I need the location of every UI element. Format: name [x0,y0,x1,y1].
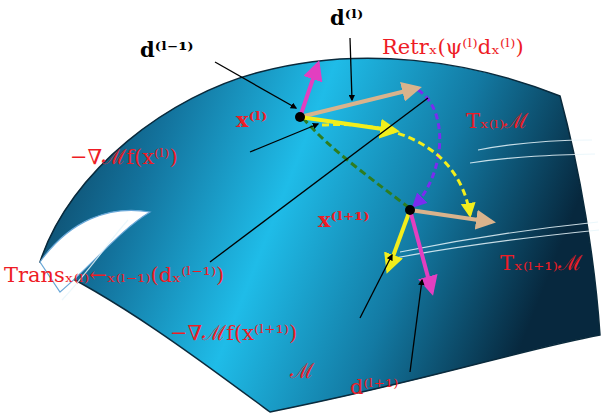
transport-arc [322,124,470,215]
gradient-vector [388,210,410,270]
gradient-label: −∇ℳf(x⁽ˡ⁺¹⁾) [170,322,297,345]
next-direction [410,210,432,292]
tangent-space-label: Tₓ₍ₗ₎ℳ [466,110,528,133]
iterate-point [295,112,305,122]
iterate-point [405,205,415,215]
point-label: x⁽ˡ⁺¹⁾ [318,208,369,231]
vector-label: d⁽ˡ⁾ [330,6,363,29]
gradient-label: −∇ℳf(x⁽ˡ⁾) [70,146,178,169]
previous-direction [300,64,318,117]
transport-label: Transₓ₍ₗ₎←ₓ₍ₗ₋₁₎(dₓ⁽ˡ⁻¹⁾) [4,264,224,287]
retraction-arc [414,90,440,206]
manifold-surface [40,58,600,412]
retraction-label: Retrₓ(ψ⁽ˡ⁾dₓ⁽ˡ⁾) [382,36,524,59]
gradient-vector [300,117,396,131]
vector-label: d⁽ˡ⁻¹⁾ [140,38,194,61]
vector-label: d⁽ˡ⁺¹⁾ [350,376,398,399]
manifold-label: ℳ [290,360,314,383]
transported-direction [410,210,492,222]
tangent-space-label: Tₓ₍ₗ₊₁₎ℳ [500,252,582,275]
direction-vector [300,88,418,117]
point-label: x⁽ˡ⁾ [236,108,267,131]
